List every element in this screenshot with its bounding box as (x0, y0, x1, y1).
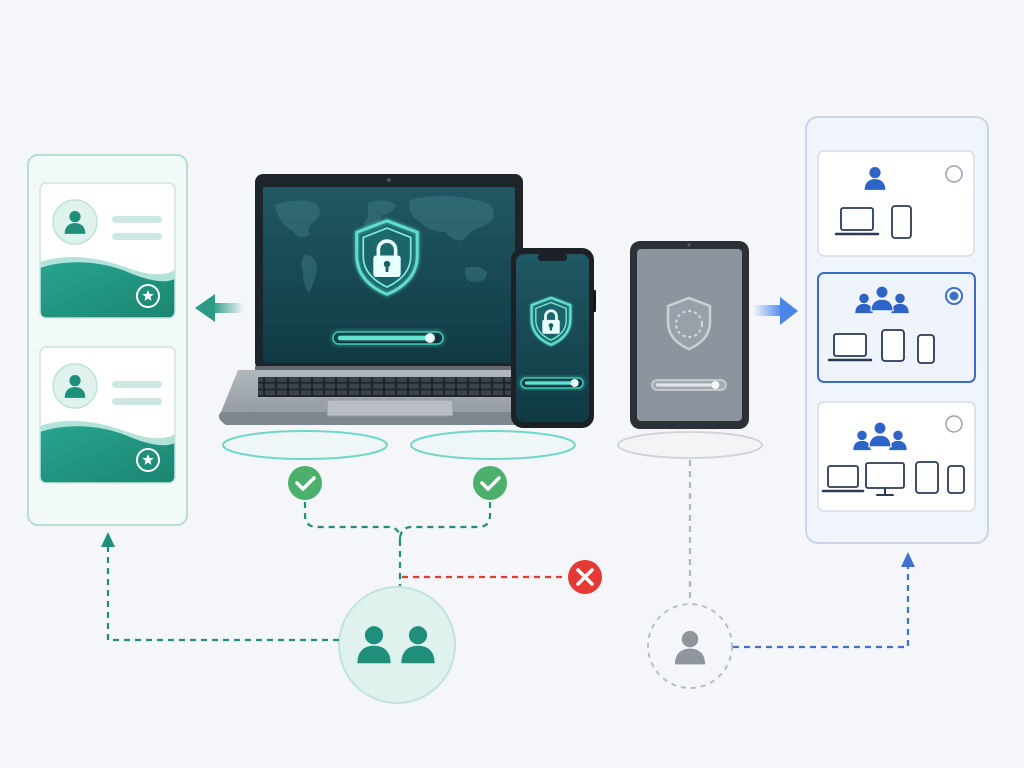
single-user (647, 603, 733, 689)
progress-bar (520, 377, 584, 389)
progress-bar (651, 379, 727, 391)
shield-icon (666, 296, 712, 351)
name-placeholder-line (112, 381, 162, 388)
star-icon (136, 284, 160, 308)
profile-card[interactable] (39, 346, 176, 484)
laptop-icon (827, 333, 873, 362)
laptop-icon (821, 465, 865, 493)
profile-connector (101, 532, 339, 642)
avatar (52, 199, 98, 245)
lock-icon (373, 239, 401, 278)
star-icon (136, 448, 160, 472)
phone-platform (410, 430, 576, 460)
plan-option-team-multi-device[interactable] (817, 401, 976, 512)
pending-indicator (675, 310, 703, 338)
lock-icon (542, 309, 560, 334)
users-icon (338, 586, 456, 704)
avatar (52, 363, 98, 409)
camera-icon (387, 178, 391, 182)
tablet (630, 241, 749, 429)
tablet-platform (617, 431, 763, 459)
keyboard (258, 377, 516, 397)
camera-icon (687, 243, 691, 247)
arrow-up-icon (901, 552, 915, 567)
phone-icon (947, 465, 965, 494)
laptop (218, 174, 545, 425)
trackpad (326, 399, 454, 417)
phone-notch (538, 254, 567, 261)
profile-card[interactable] (39, 182, 176, 319)
phone-icon (891, 205, 912, 239)
phone-icon (917, 334, 935, 364)
monitor-icon (865, 462, 905, 496)
tablet-icon (915, 461, 939, 494)
arrow-right-icon (753, 297, 798, 325)
detail-placeholder-line (112, 233, 162, 240)
approved-connector (303, 502, 492, 586)
check-icon (288, 466, 322, 500)
plan-option-single-user[interactable] (817, 150, 975, 257)
check-icon (473, 466, 507, 500)
arrow-up-icon (101, 532, 115, 547)
laptop-platform (222, 430, 388, 460)
phone (511, 248, 596, 428)
radio-button[interactable] (945, 415, 963, 433)
radio-button[interactable] (945, 165, 963, 183)
left-panel (27, 154, 188, 526)
laptop-icon (834, 207, 880, 236)
shield-lock-icon (530, 296, 572, 347)
close-icon (568, 560, 602, 594)
progress-bar (332, 331, 444, 345)
plan-connector (733, 552, 915, 649)
tablet-icon (881, 329, 905, 362)
arrow-left-icon (195, 294, 244, 322)
radio-button[interactable] (945, 287, 963, 305)
name-placeholder-line (112, 216, 162, 223)
detail-placeholder-line (112, 398, 162, 405)
plan-panel (805, 116, 989, 544)
shield-lock-icon (355, 219, 419, 296)
plan-option-team[interactable] (817, 272, 976, 383)
